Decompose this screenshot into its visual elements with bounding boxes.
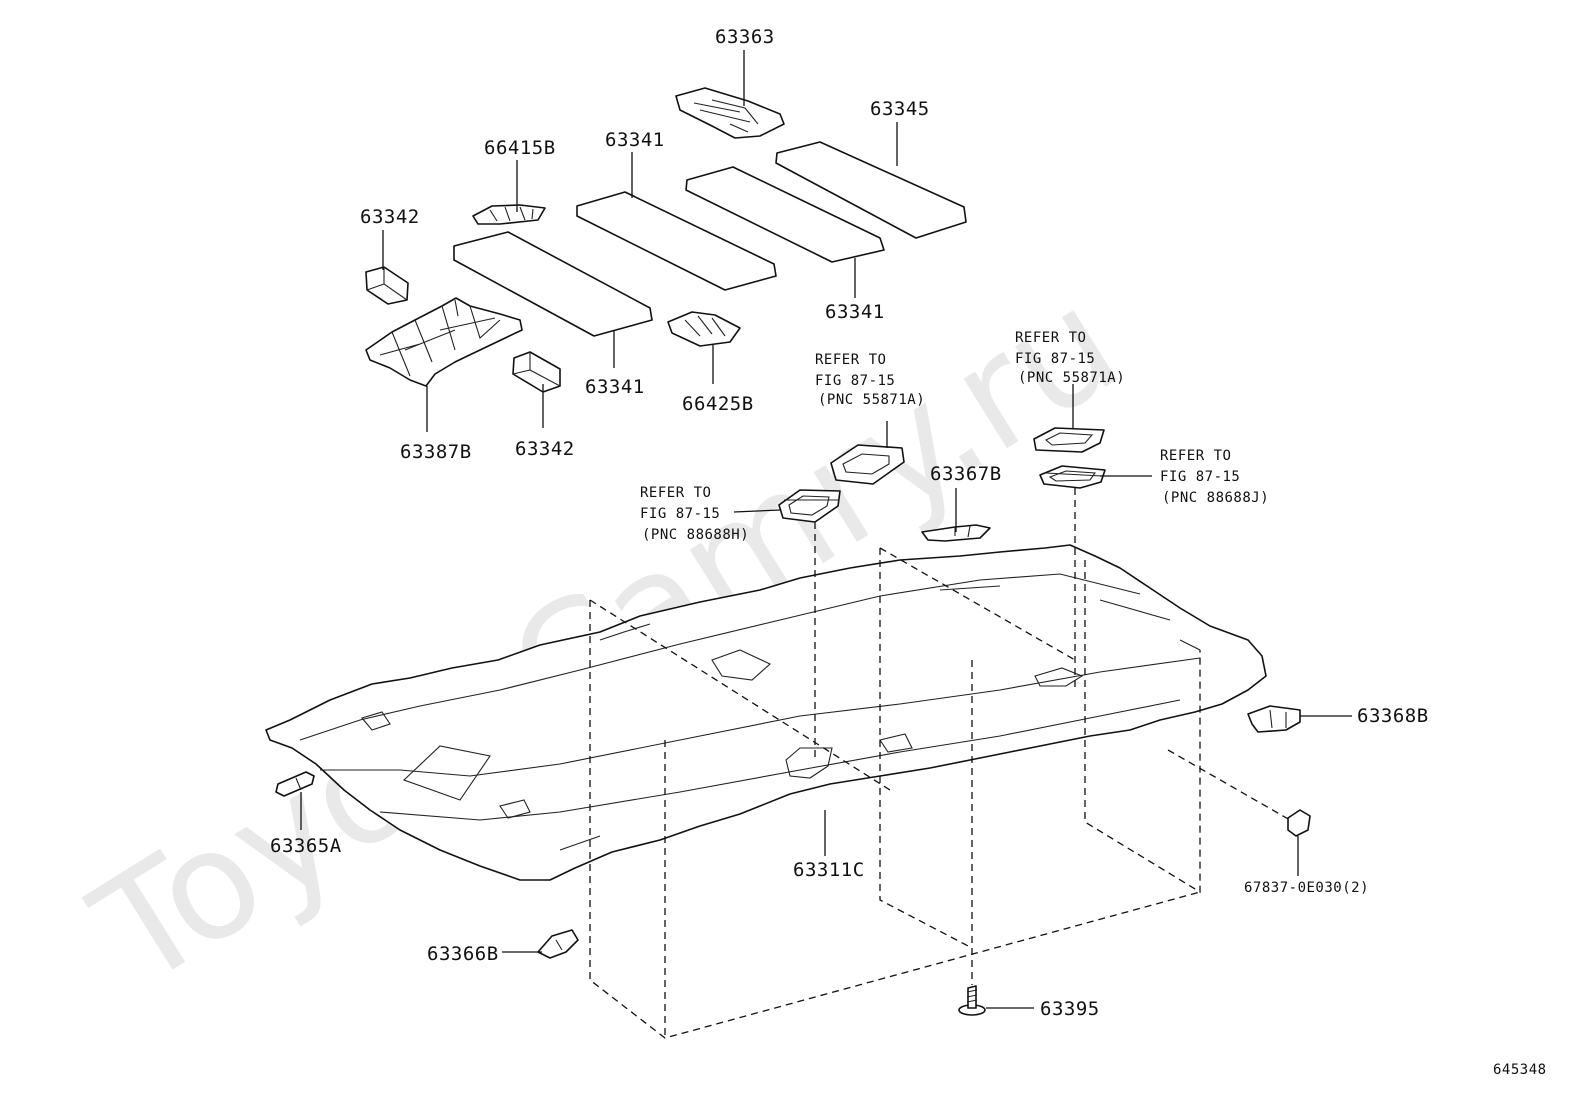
part-63345-pad[interactable] bbox=[775, 141, 967, 239]
leader-lines bbox=[300, 50, 1352, 1009]
refer-to-note-a: REFER TO FIG 87-15 (PNC 55871A) bbox=[815, 352, 925, 408]
gasket-88688H[interactable] bbox=[778, 489, 841, 523]
svg-text:REFER TO: REFER TO bbox=[1015, 330, 1086, 346]
svg-text:(PNC 55871A): (PNC 55871A) bbox=[818, 392, 925, 408]
svg-text:(PNC 55871A): (PNC 55871A) bbox=[1018, 370, 1125, 386]
label-63345: 63345 bbox=[870, 98, 930, 120]
part-63342-block-bottom[interactable] bbox=[512, 351, 561, 393]
refer-to-note-c: REFER TO FIG 87-15 (PNC 88688H) bbox=[640, 485, 749, 543]
gasket-88688J[interactable] bbox=[1039, 465, 1106, 489]
part-67837-clip[interactable] bbox=[1287, 809, 1311, 837]
part-63341-pad-middle[interactable] bbox=[576, 191, 777, 291]
label-63341-top: 63341 bbox=[605, 129, 665, 151]
gasket-55871A-left[interactable] bbox=[830, 444, 905, 485]
part-66415B-clip[interactable] bbox=[472, 204, 546, 225]
svg-text:FIG 87-15: FIG 87-15 bbox=[1160, 469, 1240, 485]
part-63341-pad-right[interactable] bbox=[685, 166, 885, 263]
part-66425B-clip[interactable] bbox=[667, 311, 741, 347]
label-63365A: 63365A bbox=[270, 835, 342, 857]
refer-to-note-d: REFER TO FIG 87-15 (PNC 88688J) bbox=[1160, 448, 1269, 506]
refer-to-note-b: REFER TO FIG 87-15 (PNC 55871A) bbox=[1015, 330, 1125, 386]
part-63387B-console-bracket[interactable] bbox=[365, 297, 523, 387]
label-63311C: 63311C bbox=[793, 859, 865, 881]
label-66425B: 66425B bbox=[682, 393, 754, 415]
svg-text:REFER TO: REFER TO bbox=[640, 485, 711, 501]
label-63367B: 63367B bbox=[930, 463, 1002, 485]
svg-text:REFER TO: REFER TO bbox=[815, 352, 886, 368]
installation-dashed-lines bbox=[589, 488, 1291, 1039]
label-63368B: 63368B bbox=[1357, 705, 1429, 727]
part-63366B-clip[interactable] bbox=[537, 929, 579, 959]
label-63341-right: 63341 bbox=[825, 301, 885, 323]
label-63395: 63395 bbox=[1040, 998, 1100, 1020]
part-63341-pad-left[interactable] bbox=[453, 231, 653, 337]
label-63363: 63363 bbox=[715, 26, 775, 48]
svg-text:REFER TO: REFER TO bbox=[1160, 448, 1231, 464]
label-63366B: 63366B bbox=[427, 943, 499, 965]
svg-text:(PNC 88688H): (PNC 88688H) bbox=[642, 527, 749, 543]
gasket-55871A-right[interactable] bbox=[1033, 427, 1105, 453]
part-63311C-headliner[interactable] bbox=[265, 544, 1267, 881]
svg-text:(PNC 88688J): (PNC 88688J) bbox=[1162, 490, 1269, 506]
label-67837: 67837-0E030(2) bbox=[1244, 880, 1369, 896]
label-63342-top: 63342 bbox=[360, 206, 420, 228]
part-63368B-clip[interactable] bbox=[1247, 705, 1301, 733]
part-63395-screw[interactable] bbox=[958, 985, 986, 1016]
part-63363-lamp-housing[interactable] bbox=[675, 87, 785, 139]
label-63342-bottom: 63342 bbox=[515, 438, 575, 460]
label-63341-bottom: 63341 bbox=[585, 376, 645, 398]
svg-text:FIG 87-15: FIG 87-15 bbox=[1015, 351, 1095, 367]
part-63367B-bracket[interactable] bbox=[921, 524, 991, 542]
svg-text:FIG 87-15: FIG 87-15 bbox=[815, 373, 895, 389]
label-63387B: 63387B bbox=[400, 441, 472, 463]
svg-text:FIG 87-15: FIG 87-15 bbox=[640, 506, 720, 522]
figure-number: 645348 bbox=[1493, 1062, 1547, 1078]
label-66415B: 66415B bbox=[484, 137, 556, 159]
part-63342-block-top[interactable] bbox=[365, 266, 409, 305]
part-63365A-clip[interactable] bbox=[275, 771, 315, 797]
